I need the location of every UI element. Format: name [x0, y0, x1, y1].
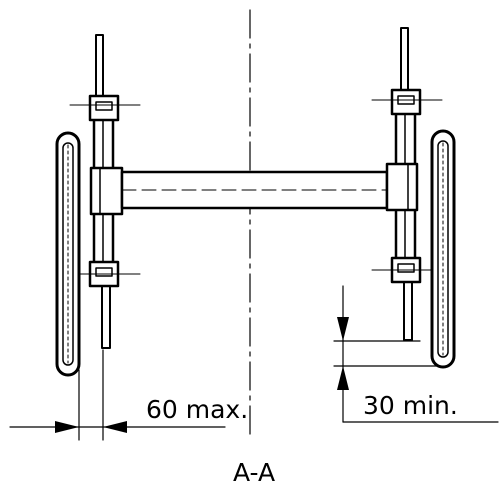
left-hub [89, 166, 124, 216]
dimension-left-label: 60 max. [146, 395, 248, 424]
dimension-right-label: 30 min. [363, 391, 458, 420]
left-wheel [55, 131, 81, 377]
horizontal-axle [120, 170, 389, 210]
section-label: A-A [233, 458, 275, 487]
dimension-right [333, 285, 499, 423]
left-upper-bearing [69, 94, 141, 122]
right-lower-bearing [371, 256, 443, 284]
right-hub [385, 162, 419, 212]
left-lower-bearing [69, 260, 141, 288]
right-upper-bearing [371, 88, 443, 116]
right-wheel [430, 129, 456, 369]
dimension-left [9, 349, 226, 441]
